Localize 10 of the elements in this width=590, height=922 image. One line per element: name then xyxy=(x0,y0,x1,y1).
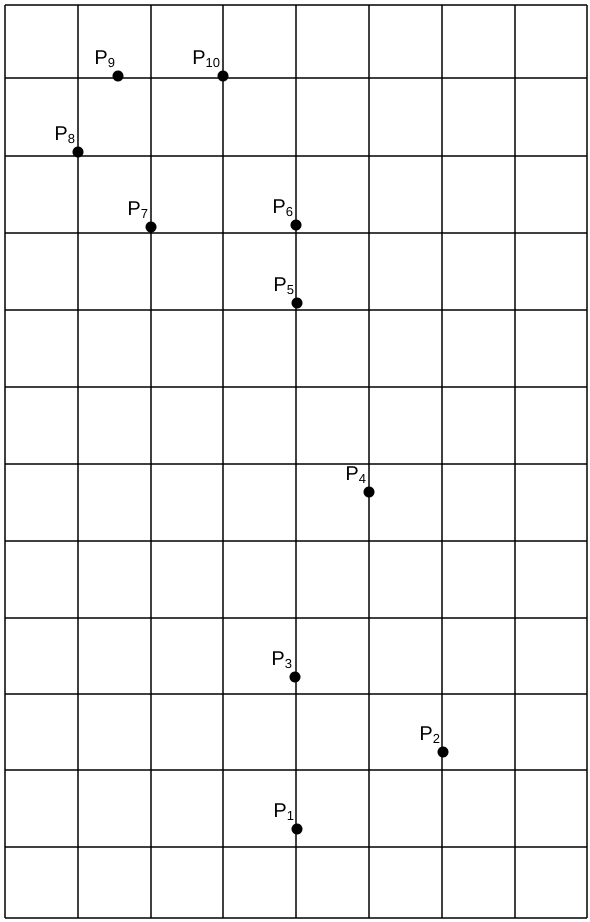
point-label: P$_{2}$ xyxy=(419,724,440,744)
point-label: P$_{3}$ xyxy=(271,649,292,669)
point-label: P$_{10}$ xyxy=(192,48,220,68)
point-label: P$_{7}$ xyxy=(127,199,148,219)
point-label: P$_{6}$ xyxy=(272,197,293,217)
point-label: P$_{8}$ xyxy=(54,124,75,144)
point-label: P$_{1}$ xyxy=(273,801,294,821)
point-label: P$_{9}$ xyxy=(94,48,115,68)
point-label: P$_{4}$ xyxy=(345,464,366,484)
point-label: P$_{5}$ xyxy=(273,275,294,295)
